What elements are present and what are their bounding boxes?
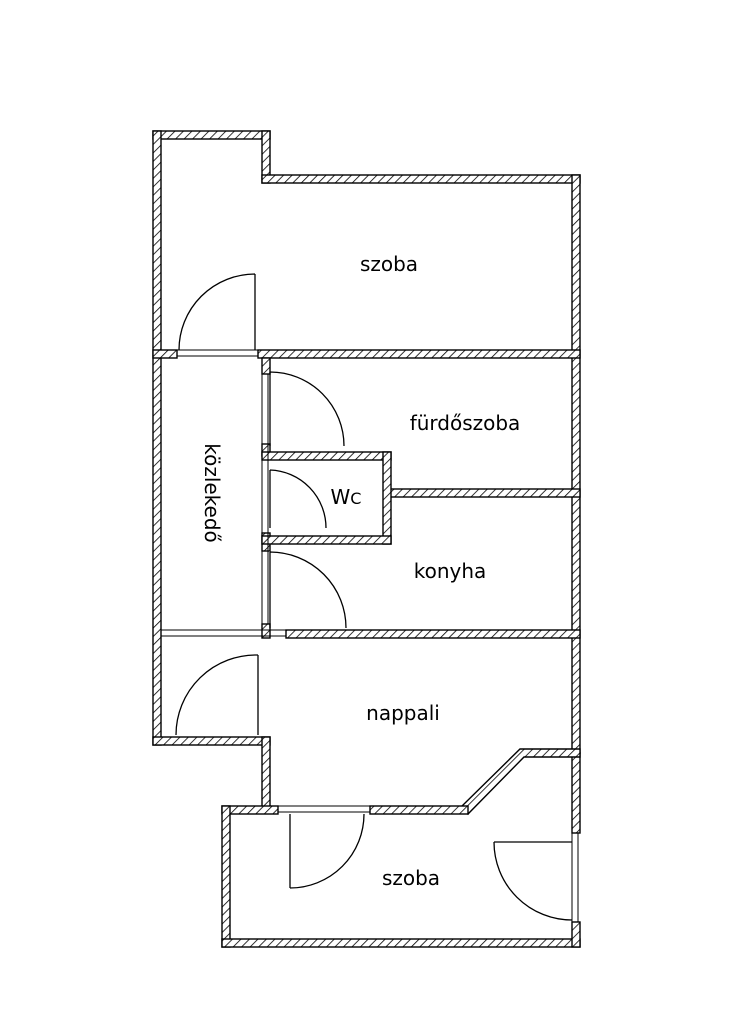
label-wc-c: C — [350, 489, 361, 508]
wall-diagonal — [461, 748, 581, 816]
partition-lines — [161, 349, 579, 922]
door-top-room — [178, 273, 256, 351]
label-kitchen: konyha — [414, 559, 487, 583]
doors — [175, 273, 573, 921]
label-bottom-room: szoba — [382, 866, 440, 890]
label-wc-w: W — [331, 485, 351, 509]
wall-top — [261, 174, 581, 184]
wall-living-bottom — [369, 805, 469, 815]
door-living-room — [175, 654, 259, 736]
wall-right-lower-2 — [571, 921, 581, 948]
wall-left-bottom — [152, 736, 271, 746]
label-wc: WC — [331, 485, 362, 509]
wall-wc-top — [261, 451, 392, 461]
wall-left-step — [261, 736, 271, 812]
wall-wc-bottom — [261, 535, 392, 545]
door-kitchen — [269, 551, 347, 629]
wall-top-room-bottom-a — [152, 349, 178, 359]
label-living-room: nappali — [366, 701, 440, 725]
wall-right-lower — [571, 752, 581, 834]
wall-bath-kitchen — [384, 488, 581, 498]
wall-wc-right — [382, 451, 392, 545]
wall-bottom-room-left — [221, 805, 231, 948]
outer-walls — [152, 130, 581, 948]
interior-walls — [152, 349, 581, 816]
door-bathroom — [269, 371, 345, 447]
wall-corridor-right-a — [261, 357, 271, 375]
label-top-room: szoba — [360, 252, 418, 276]
wall-kitchen-bottom — [285, 629, 581, 639]
label-corridor: közlekedő — [200, 443, 224, 543]
wall-left — [152, 130, 162, 746]
door-wc — [269, 469, 327, 529]
door-bottom-room — [289, 813, 365, 889]
wall-right-upper — [571, 174, 581, 754]
wall-corridor-right-d — [261, 623, 271, 639]
label-bathroom: fürdőszoba — [410, 411, 521, 435]
wall-bottom — [221, 938, 581, 948]
door-bottom-room-right — [493, 841, 573, 921]
wall-top-room-bottom-b — [257, 349, 581, 359]
wall-top-left-top — [152, 130, 271, 140]
